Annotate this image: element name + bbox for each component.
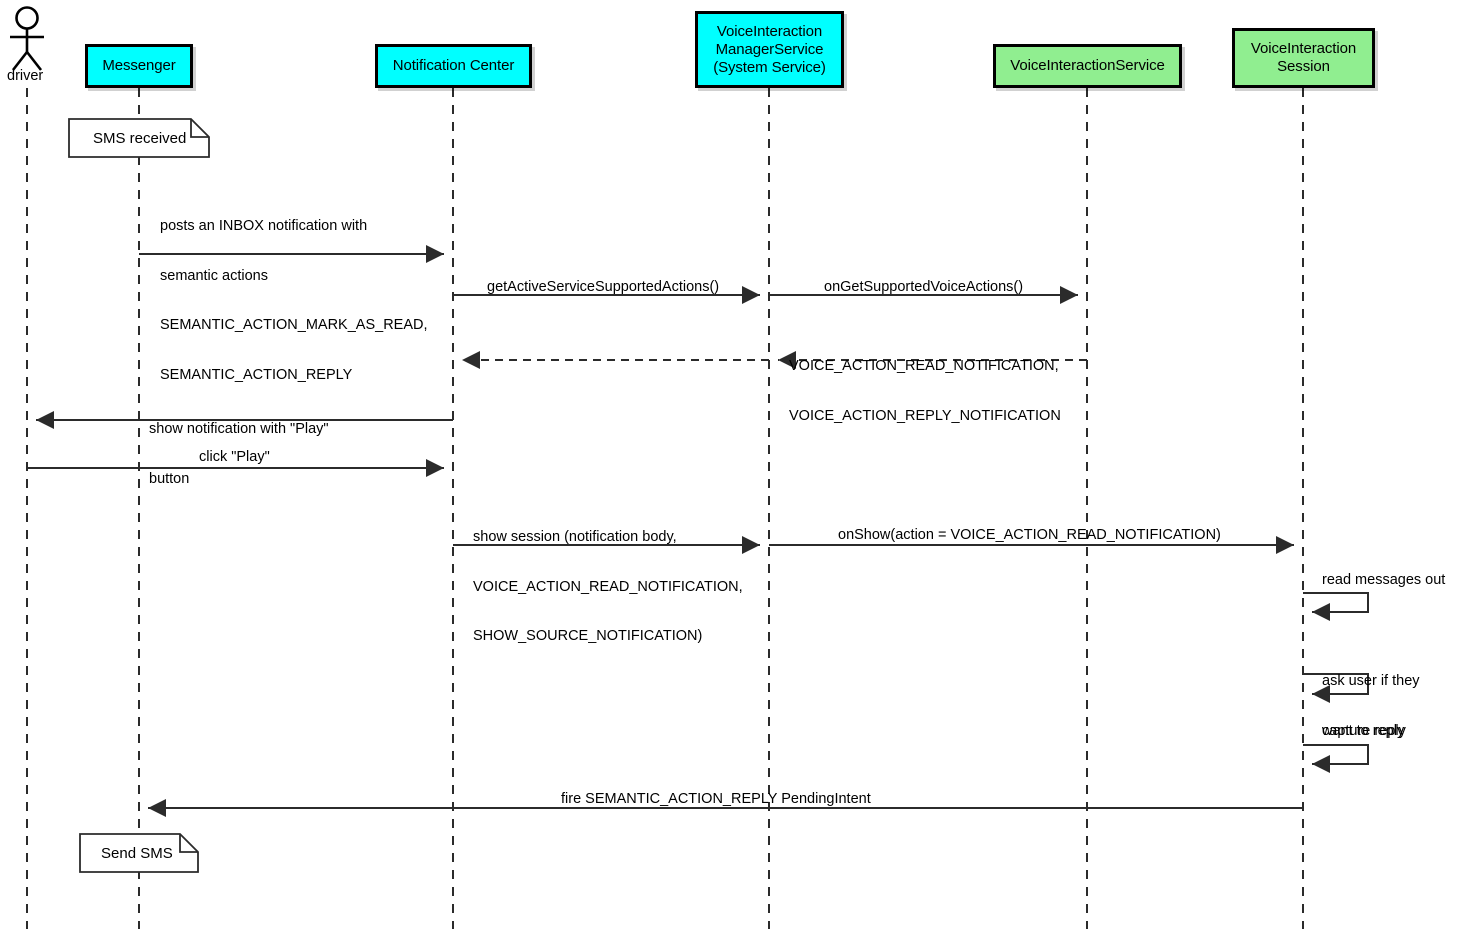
participant-vims-label-line-3: (System Service) [713,58,826,76]
participant-voice-interaction-service[interactable]: VoiceInteractionService [993,44,1182,88]
label-line: SEMANTIC_ACTION_REPLY [160,366,353,383]
message-label-show-notification-with-play-button: show notification with "Play" button [149,388,329,520]
label-line: VOICE_ACTION_READ_NOTIFICATION, [789,358,1059,374]
note-sms-received-label: SMS received [93,130,187,147]
label-line: SHOW_SOURCE_NOTIFICATION) [473,628,703,644]
note-sms-received-fold [190,119,209,138]
label-line: want to reply [1322,722,1405,739]
label-line: ask user if they [1322,673,1420,689]
label-line: SEMANTIC_ACTION_MARK_AS_READ, [160,317,428,333]
actor-driver-label: driver [7,68,44,84]
self-capture-reply-shape [1303,744,1369,773]
message-label-on-show: onShow(action = VOICE_ACTION_READ_NOTIFI… [838,527,1221,543]
message-label-click-play: click "Play" [199,449,270,465]
participant-notification-center[interactable]: Notification Center [375,44,532,88]
note-send-sms-shape [79,833,199,873]
label-line: VOICE_ACTION_REPLY_NOTIFICATION [789,407,1061,424]
self-read-messages-out-shape [1303,592,1369,621]
message-label-get-active-service-supported-actions: getActiveServiceSupportedActions() [487,279,720,295]
message-label-on-get-supported-voice-actions: onGetSupportedVoiceActions() [824,279,1024,295]
actor-driver-icon [10,6,44,71]
participant-session-label-line-1: VoiceInteraction [1250,40,1357,57]
label-line: semantic actions [160,267,268,284]
participant-notification-center-label: Notification Center [392,57,515,74]
message-arrows [27,245,1303,817]
self-message-label-capture-reply: capture reply [1322,723,1406,739]
participant-voice-interaction-manager-service[interactable]: VoiceInteraction ManagerService (System … [695,11,844,88]
label-line: VOICE_ACTION_READ_NOTIFICATION, [473,578,743,595]
participant-session-label-line-2: Session [1277,58,1330,75]
self-message-label-ask-user-if-they-want-to-reply: ask user if they want to reply [1322,640,1420,772]
participant-messenger[interactable]: Messenger [85,44,193,88]
message-label-return-voice-actions: VOICE_ACTION_READ_NOTIFICATION, VOICE_AC… [789,325,1061,457]
participant-voice-interaction-session[interactable]: VoiceInteraction Session [1232,28,1375,88]
label-line: button [149,470,190,487]
self-message-label-read-messages-out: read messages out [1322,572,1446,588]
note-send-sms-label: Send SMS [101,845,173,862]
self-message-arrows [1303,592,1369,773]
note-send-sms-fold [179,834,198,853]
participant-vims-label-line-2: ManagerService [715,40,824,58]
participant-voice-interaction-service-label: VoiceInteractionService [1010,57,1165,74]
self-ask-user-if-they-want-to-reply-shape [1303,673,1369,703]
message-label-show-session: show session (notification body, VOICE_A… [473,496,743,678]
participant-vims-label-line-1: VoiceInteraction [716,22,823,40]
lifelines [26,88,1304,929]
message-label-fire-semantic-action-reply-pending-intent: fire SEMANTIC_ACTION_REPLY PendingIntent [561,791,871,807]
label-line: show notification with "Play" [149,421,329,437]
label-line: show session (notification body, [473,529,677,545]
note-shapes [68,118,210,873]
label-line: posts an INBOX notification with [160,218,368,234]
participant-messenger-label: Messenger [102,57,176,74]
note-sms-received-shape [68,118,210,158]
message-label-post-inbox-notification: posts an INBOX notification with semanti… [160,185,428,416]
